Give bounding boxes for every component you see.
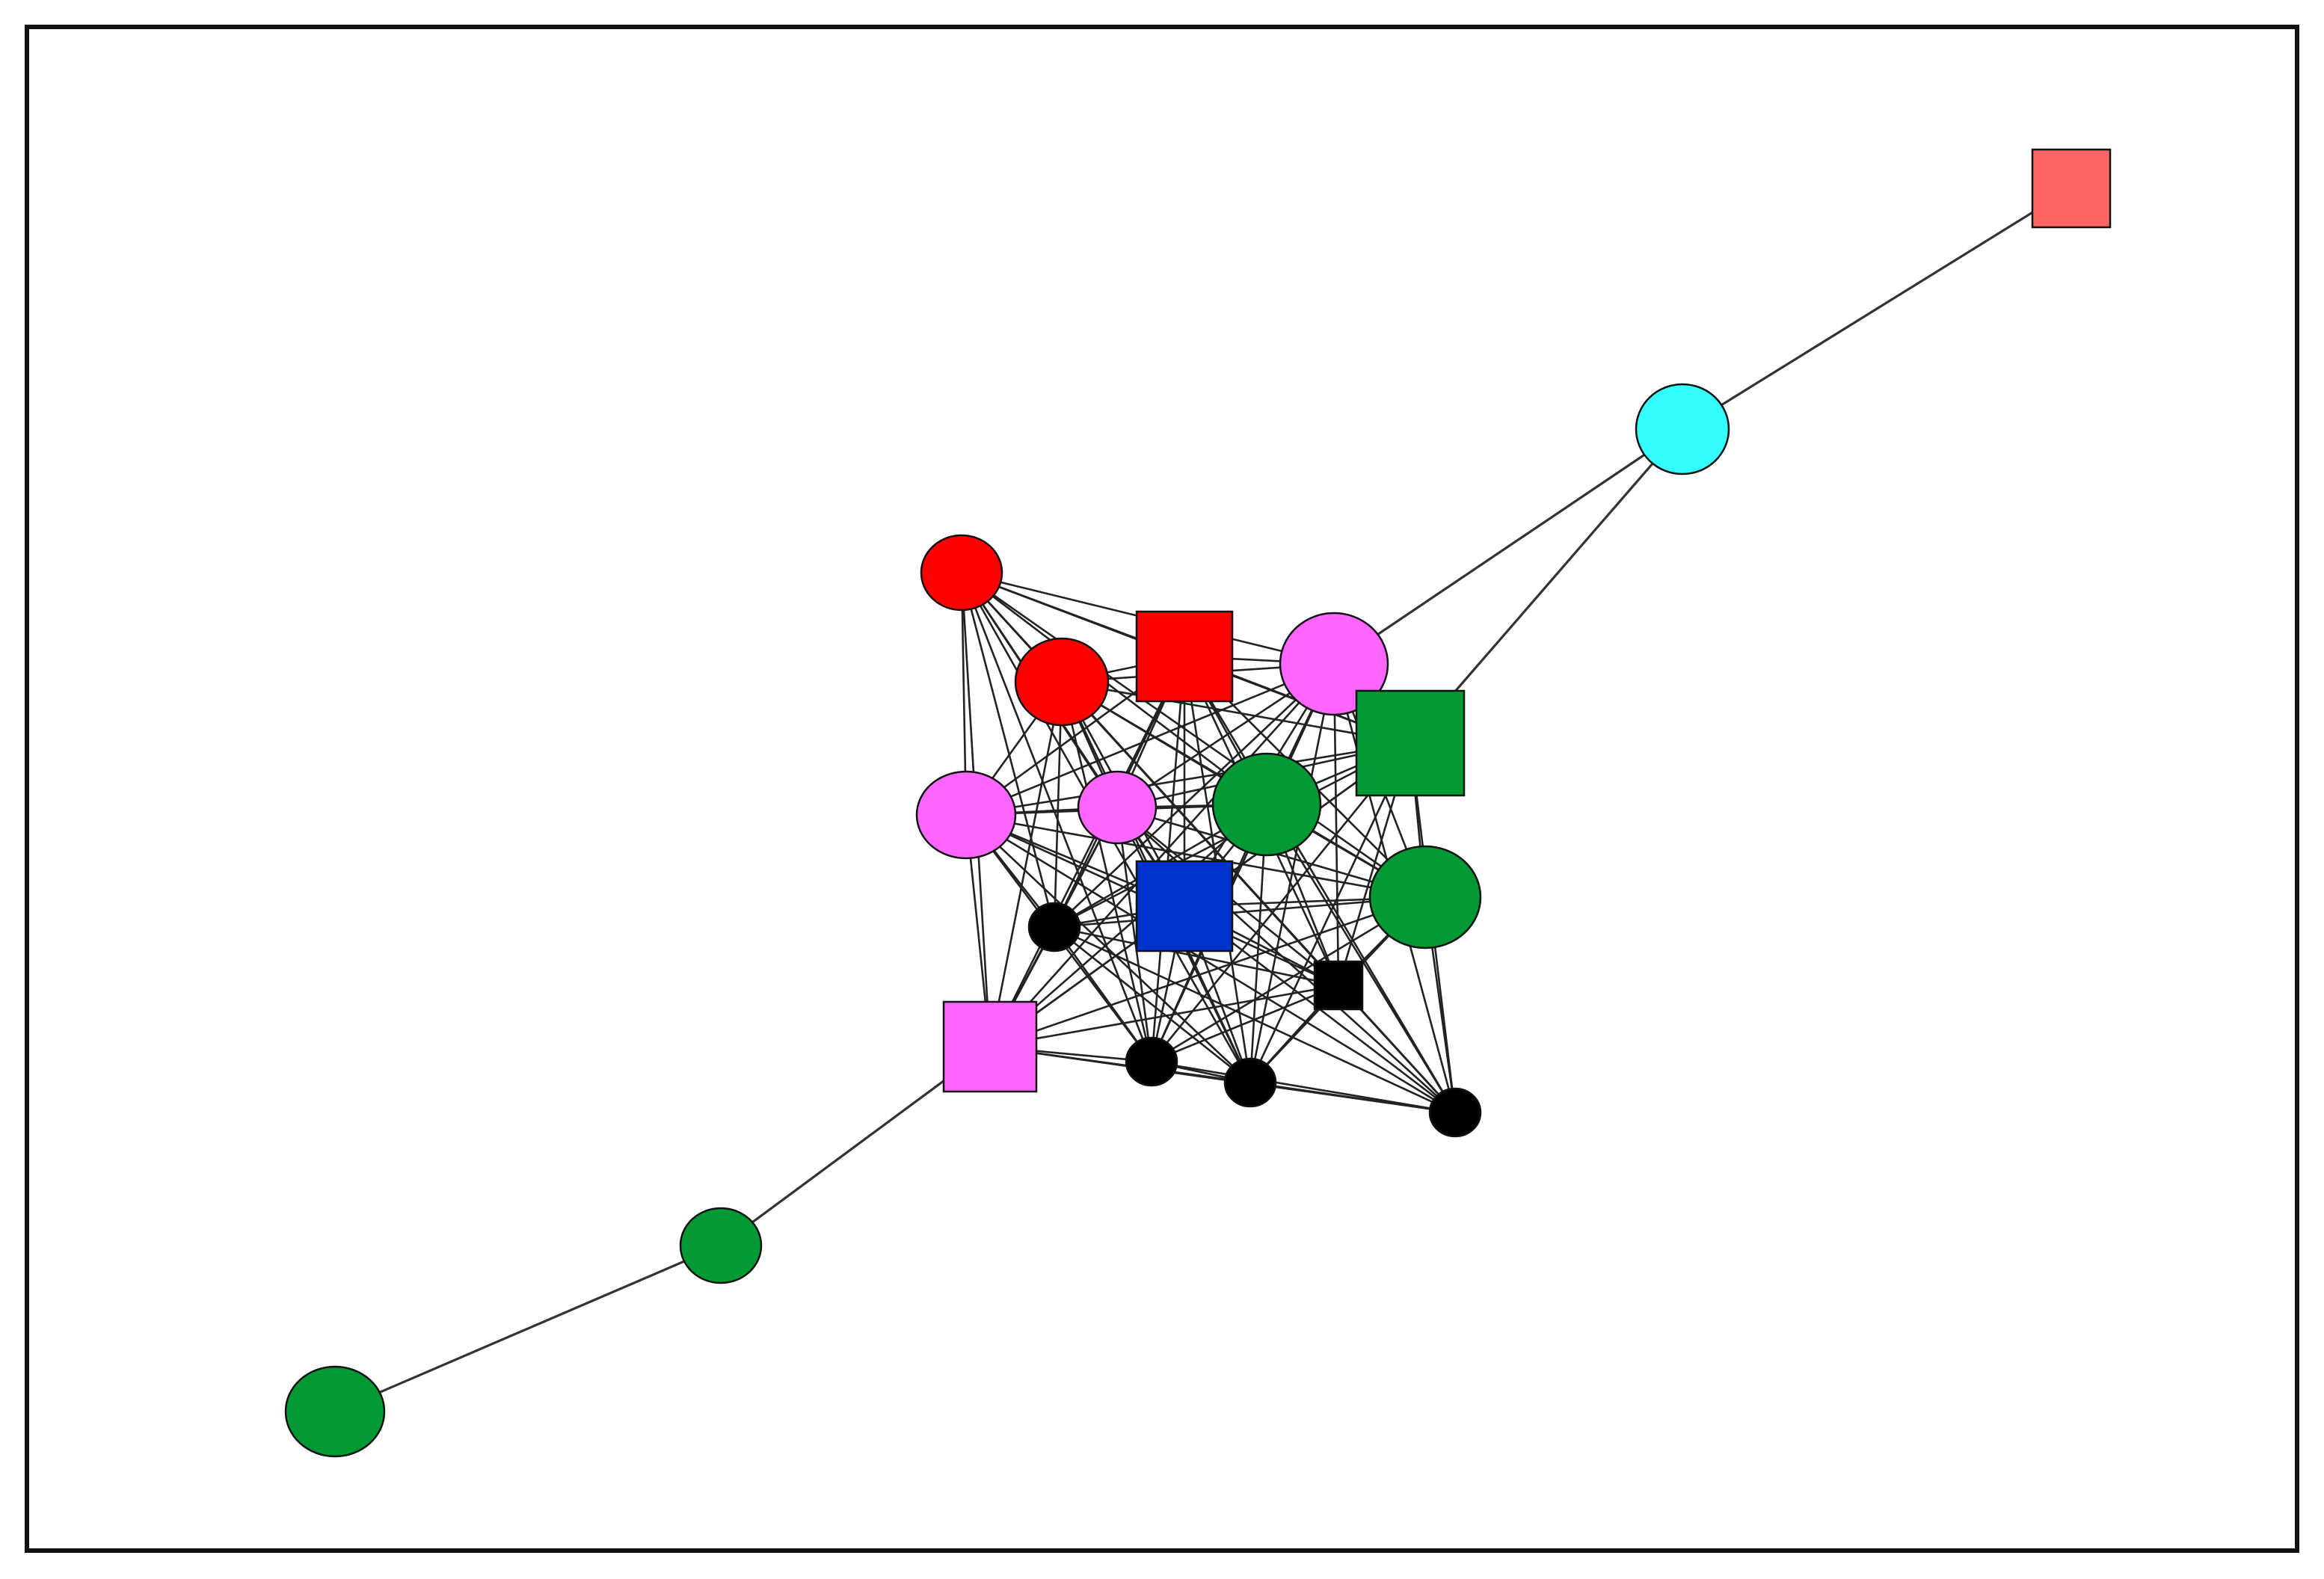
blue-square-node bbox=[1135, 860, 1234, 952]
edge-n16-n18 bbox=[1150, 1060, 1457, 1114]
edge-n3-n10 bbox=[960, 571, 1268, 806]
edge-n3-n13 bbox=[960, 571, 1056, 929]
edge-n4-n15 bbox=[989, 680, 1063, 1048]
edge-n12-n15 bbox=[989, 896, 1427, 1048]
edge-n6-n8 bbox=[965, 662, 1335, 816]
green-circle-node bbox=[284, 1365, 386, 1458]
edge-n13-n16 bbox=[1053, 926, 1153, 1063]
magenta-circle-node bbox=[915, 770, 1017, 860]
edge-n6-n15 bbox=[989, 662, 1335, 1048]
red-square-node bbox=[1135, 610, 1234, 703]
edge-n14-n16 bbox=[1150, 984, 1340, 1063]
green-square-node bbox=[1355, 689, 1466, 797]
green-circle-node bbox=[1211, 752, 1322, 857]
diagram-frame bbox=[25, 25, 2299, 1553]
edge-n3-n12 bbox=[960, 571, 1427, 899]
red-circle-node bbox=[1014, 637, 1110, 727]
edge-n7-n17 bbox=[1249, 742, 1412, 1084]
green-circle-node bbox=[679, 1207, 763, 1284]
edge-n17-n18 bbox=[1249, 1081, 1457, 1114]
edge-n7-n8 bbox=[965, 742, 1412, 816]
green-circle-node bbox=[1368, 845, 1482, 949]
black-circle-node bbox=[1223, 1057, 1277, 1108]
edge-n6-n13 bbox=[1053, 662, 1335, 929]
edge-n2-n6 bbox=[1332, 428, 1684, 665]
black-circle-node bbox=[1428, 1087, 1482, 1138]
black-circle-node bbox=[1125, 1036, 1178, 1087]
node-layer bbox=[284, 148, 2112, 1458]
edge-n10-n18 bbox=[1265, 803, 1457, 1114]
magenta-square-node bbox=[942, 1000, 1038, 1093]
edge-n1-n2 bbox=[1681, 187, 2073, 431]
black-square-node bbox=[1313, 960, 1364, 1011]
magenta-circle-node bbox=[1279, 612, 1389, 716]
magenta-circle-node bbox=[1077, 770, 1158, 845]
edge-n4-n16 bbox=[1060, 680, 1153, 1063]
edge-n13-n14 bbox=[1053, 926, 1340, 987]
edge-n5-n15 bbox=[989, 655, 1186, 1048]
red-circle-node bbox=[920, 534, 1003, 612]
edge-n8-n12 bbox=[965, 813, 1427, 899]
cyan-circle-node bbox=[1635, 383, 1730, 475]
edge-n8-n17 bbox=[965, 813, 1252, 1084]
salmon-square-node bbox=[2031, 148, 2112, 229]
edge-n13-n17 bbox=[1053, 926, 1252, 1084]
edge-n14-n15 bbox=[989, 984, 1340, 1048]
edge-n12-n13 bbox=[1053, 896, 1427, 929]
edge-n8-n18 bbox=[965, 813, 1457, 1114]
black-circle-node bbox=[1027, 902, 1081, 952]
edge-n6-n14 bbox=[1332, 662, 1340, 987]
edge-n19-n20 bbox=[333, 1244, 722, 1413]
